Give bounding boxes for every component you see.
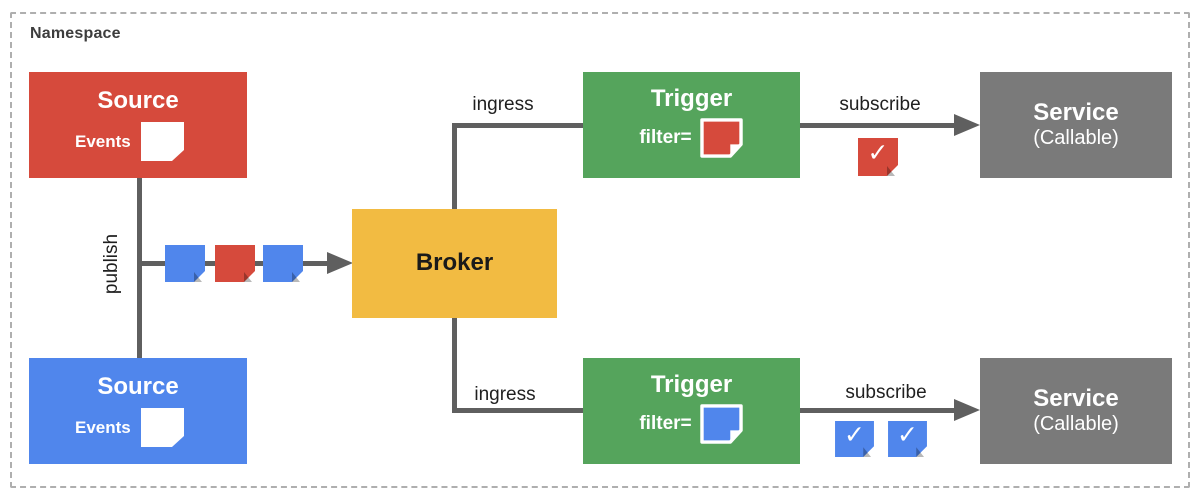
- source-title: Source: [97, 373, 179, 400]
- service-title: Service: [1033, 384, 1119, 412]
- publish-connector: [137, 178, 142, 358]
- note-shape: [165, 245, 205, 282]
- event-note-blue-icon: [263, 245, 303, 282]
- namespace-label: Namespace: [30, 25, 121, 42]
- ingress-bottom-connector-horizontal: [452, 408, 585, 413]
- trigger-title: Trigger: [650, 85, 733, 112]
- ingress-bottom-connector-vertical: [452, 316, 457, 413]
- arrowhead-into-broker-icon: [327, 252, 353, 274]
- filter-note-blue-icon: [699, 403, 744, 445]
- broker-title: Broker: [415, 249, 494, 277]
- subscribe-top-connector: [800, 123, 955, 128]
- subscribe-top-label: subscribe: [839, 94, 921, 115]
- note-shape: [835, 421, 874, 457]
- service-subtitle: (Callable): [1033, 413, 1119, 436]
- checked-event-red-icon: ✓: [858, 138, 898, 176]
- document-note-icon: [140, 408, 184, 448]
- trigger-title: Trigger: [650, 371, 733, 398]
- source-events-row: Events: [75, 408, 247, 448]
- checked-event-blue-icon: ✓: [888, 421, 927, 457]
- event-note-blue-icon: [165, 245, 205, 282]
- filter-label: filter=: [639, 412, 692, 434]
- filter-label: filter=: [639, 126, 692, 148]
- filter-note-red-icon: [699, 117, 744, 159]
- subscribe-bottom-connector: [800, 408, 955, 413]
- ingress-top-connector-vertical: [452, 123, 457, 211]
- source-title: Source: [97, 87, 179, 114]
- subscribe-bottom-label: subscribe: [845, 382, 927, 403]
- ingress-top-label: ingress: [472, 94, 534, 115]
- note-shape: [888, 421, 927, 457]
- checkmark-icon: ✓: [867, 138, 889, 167]
- service-top-box: Service (Callable): [980, 72, 1172, 178]
- source-top-box: Source Events: [29, 72, 247, 178]
- trigger-filter-row: filter=: [583, 403, 800, 445]
- note-shape: [263, 245, 303, 282]
- note-shape: [699, 118, 743, 159]
- service-bottom-box: Service (Callable): [980, 358, 1172, 464]
- service-title: Service: [1033, 98, 1119, 126]
- document-note-icon: [140, 122, 184, 162]
- checkmark-icon: ✓: [897, 420, 918, 449]
- namespace-boundary: [10, 12, 1190, 488]
- event-note-red-icon: [215, 245, 255, 282]
- arrowhead-into-service-bottom-icon: [954, 399, 980, 421]
- source-bottom-box: Source Events: [29, 358, 247, 464]
- trigger-top-box: Trigger filter=: [583, 72, 800, 178]
- note-shape: [215, 245, 255, 282]
- note-shape: [858, 138, 898, 176]
- arrowhead-into-service-top-icon: [954, 114, 980, 136]
- ingress-bottom-label: ingress: [474, 384, 536, 405]
- broker-box: Broker: [352, 209, 557, 318]
- note-shape: [699, 404, 743, 445]
- events-label: Events: [75, 131, 131, 151]
- checkmark-icon: ✓: [844, 420, 865, 449]
- source-events-row: Events: [75, 122, 247, 162]
- checked-event-blue-icon: ✓: [835, 421, 874, 457]
- trigger-bottom-box: Trigger filter=: [583, 358, 800, 464]
- ingress-top-connector-horizontal: [452, 123, 585, 128]
- events-label: Events: [75, 417, 131, 437]
- note-shape: [140, 122, 184, 162]
- service-subtitle: (Callable): [1033, 127, 1119, 150]
- publish-label: publish: [101, 233, 122, 295]
- trigger-filter-row: filter=: [583, 117, 800, 159]
- note-shape: [140, 408, 184, 448]
